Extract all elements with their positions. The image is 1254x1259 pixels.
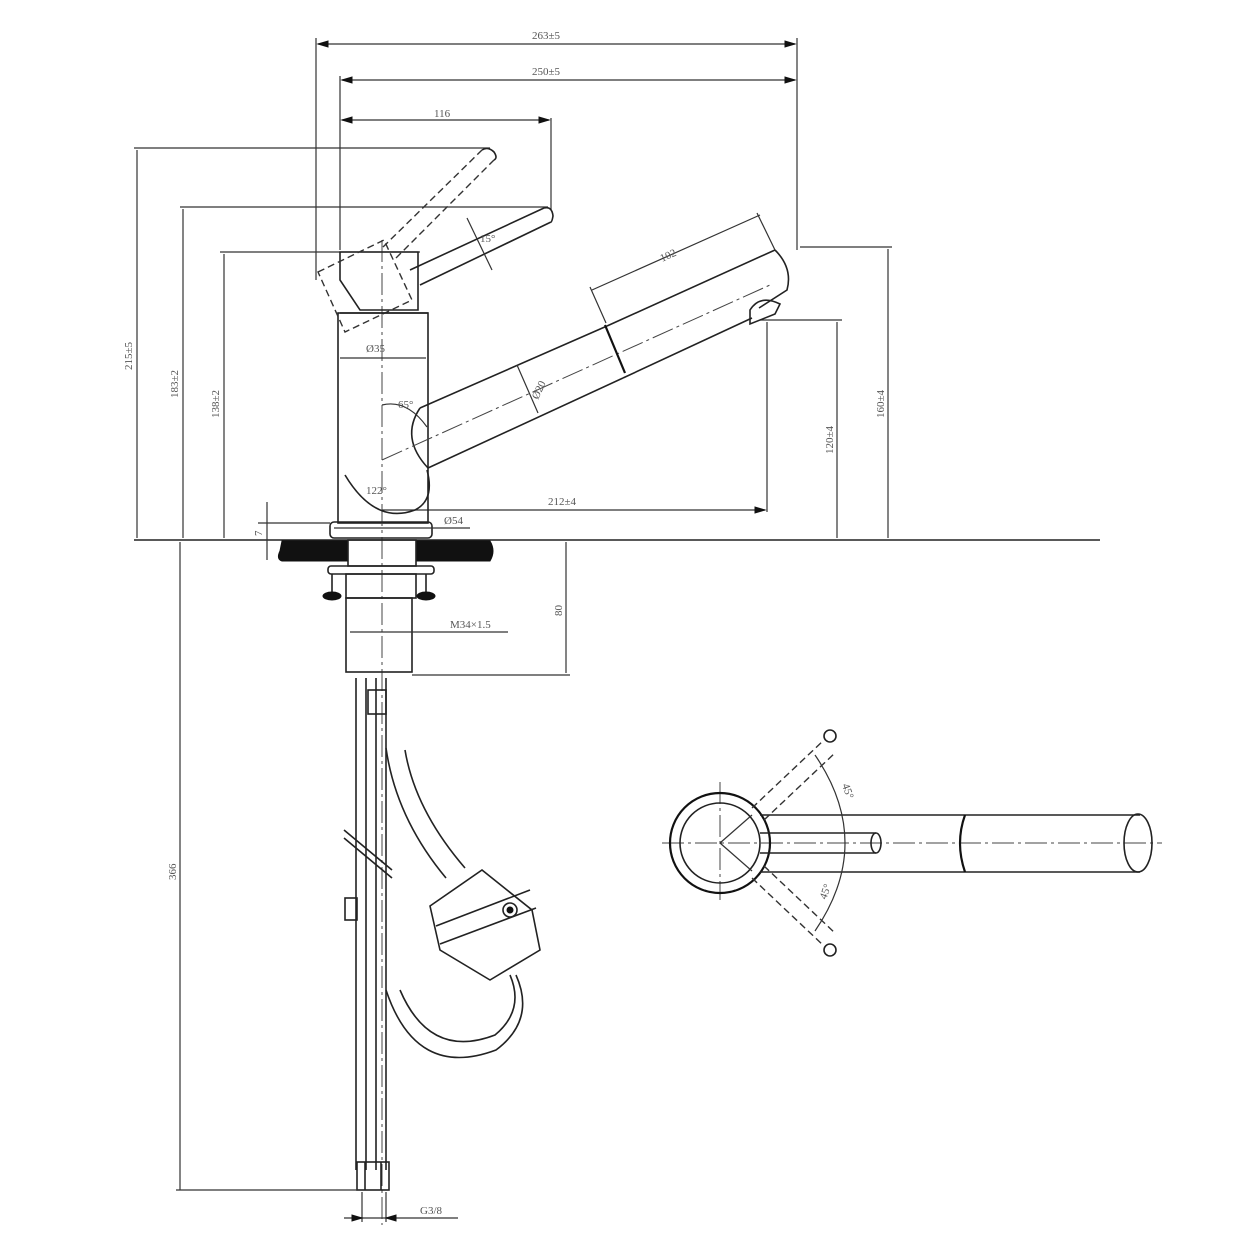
spray-head: 102: [589, 212, 790, 379]
dimension-spout-reach: 250±5: [339, 66, 797, 250]
dimension-hose-length: 366: [167, 542, 358, 1191]
spout: Ø20 65° 122°: [344, 284, 771, 515]
dim-label-shank-length: 80: [553, 605, 565, 617]
dimension-outlet-height: 120±4: [760, 319, 842, 538]
dimension-connection-thread: G3/8: [344, 1192, 458, 1222]
dim-label-shank-thread: M34×1.5: [450, 619, 491, 631]
dim-label-base-thickness: 7: [253, 530, 265, 536]
plan-angle-lower: 45°: [818, 882, 835, 901]
dim-label-spout-diameter: Ø20: [530, 379, 549, 402]
dim-label-212: 212±4: [548, 496, 577, 508]
mounting-shank: M34×1.5 80: [322, 539, 570, 676]
dimension-overall-reach: 263±5: [315, 30, 798, 280]
dim-label-116: 116: [434, 108, 451, 120]
plan-angle-upper: 45°: [839, 782, 856, 801]
dim-label-183: 183±2: [169, 370, 181, 398]
dim-label-body-diameter: Ø35: [366, 343, 385, 355]
plan-view: 45° 45°: [662, 729, 1162, 957]
supply-hoses: [343, 678, 393, 1191]
dim-label-handle-tilt: 15°: [480, 233, 495, 245]
dim-label-263: 263±5: [532, 30, 561, 42]
dim-label-hose-length: 366: [167, 863, 179, 880]
handle-cartridge: [317, 239, 428, 333]
hose-counterweight: [429, 869, 541, 981]
dim-label-base-diameter: Ø54: [444, 515, 463, 527]
dim-label-250: 250±5: [532, 66, 561, 78]
dim-label-spray-length: 102: [658, 247, 678, 265]
dimension-handle-height: 183±2: [169, 206, 548, 538]
dimension-body-height: 138±2: [210, 251, 420, 538]
dim-label-138: 138±2: [210, 390, 222, 418]
dim-label-215: 215±5: [123, 341, 135, 370]
dimension-overall-height: 215±5: [123, 147, 490, 538]
dim-label-bend-angle: 122°: [366, 485, 387, 497]
dim-label-connection-thread: G3/8: [420, 1205, 443, 1217]
lever-handle: 15°: [382, 147, 554, 286]
base-and-countertop: Ø54 7: [134, 502, 1100, 562]
pull-out-hose: [385, 747, 524, 1059]
dimension-handle-reach: 116: [340, 108, 552, 210]
dim-label-swivel-angle: 65°: [398, 399, 413, 411]
dim-label-160: 160±4: [875, 389, 887, 418]
dimension-outlet-reach: 212±4: [382, 322, 768, 514]
dimension-spout-height: 160±4: [800, 246, 892, 538]
dim-label-120: 120±4: [824, 425, 836, 454]
faucet-body: Ø35: [337, 240, 429, 1225]
